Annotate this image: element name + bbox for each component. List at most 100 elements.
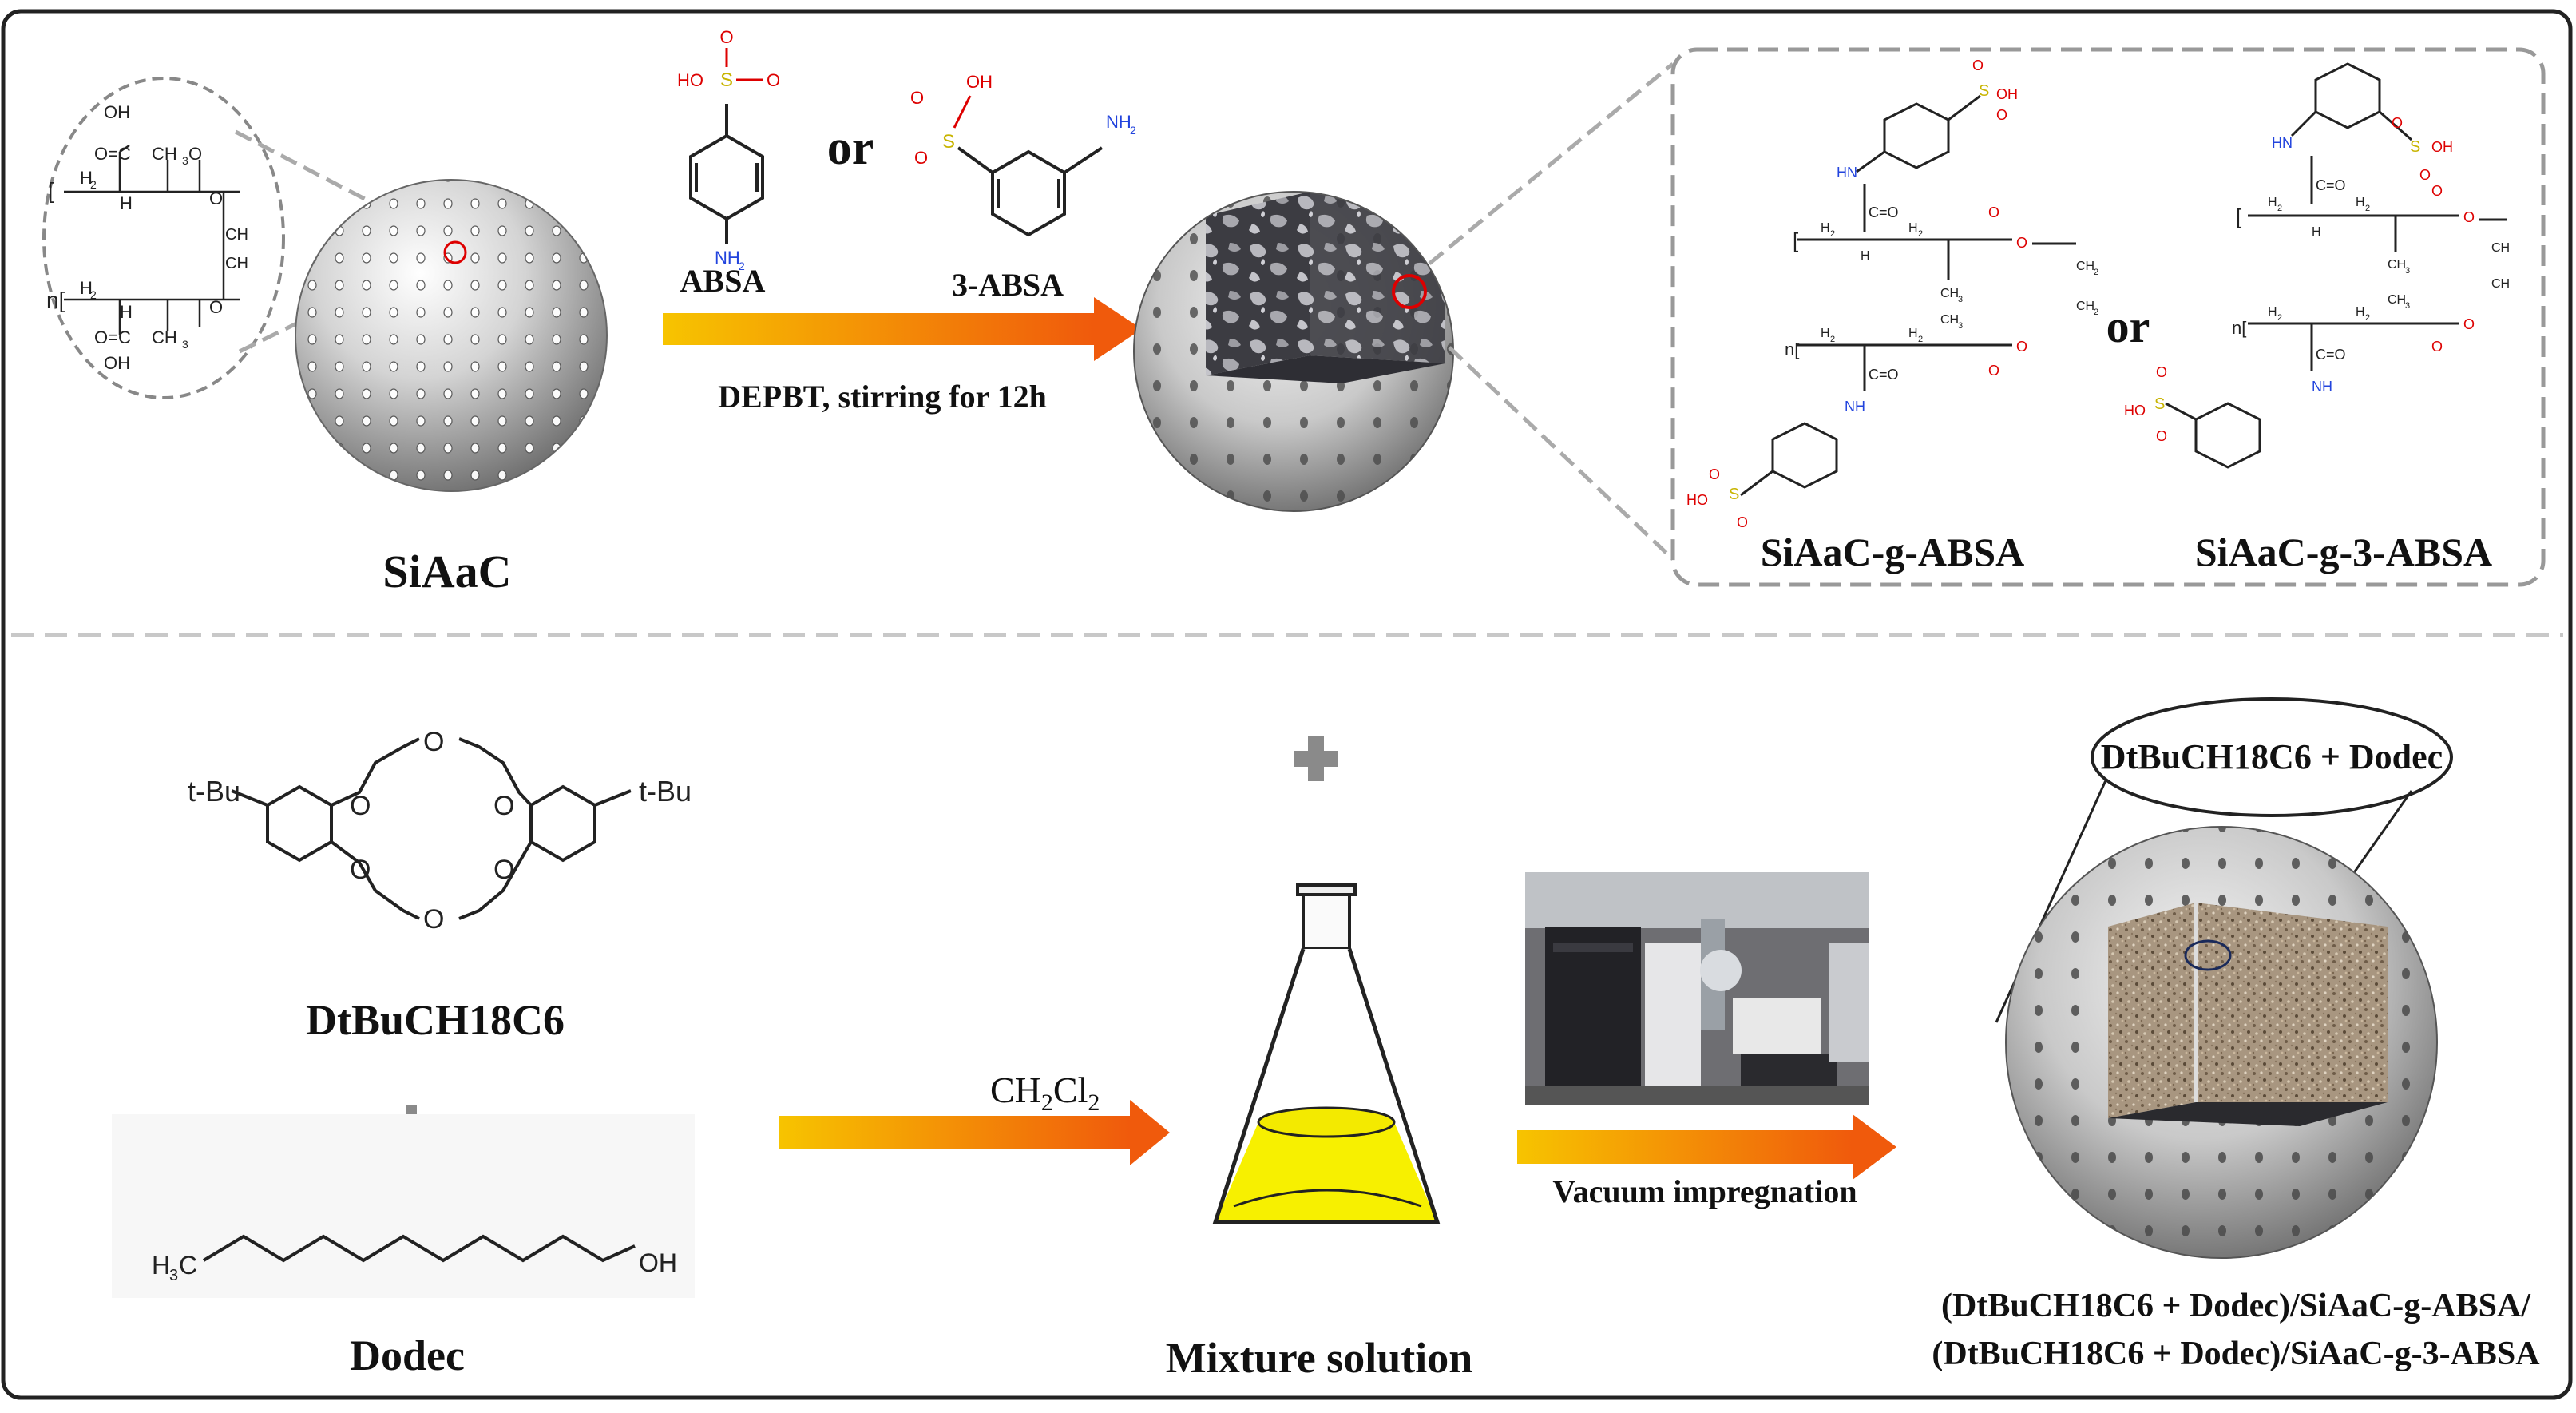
svg-text:O: O: [1972, 58, 1984, 73]
svg-text:CH: CH: [225, 226, 248, 244]
svg-text:O: O: [188, 144, 202, 164]
svg-text:H: H: [2268, 305, 2277, 319]
svg-text:[: [: [2236, 204, 2242, 228]
svg-text:O: O: [2419, 167, 2431, 183]
svg-text:H: H: [1821, 327, 1830, 340]
svg-text:C=O: C=O: [2316, 177, 2346, 193]
siaac-oh-top: OH: [104, 102, 130, 122]
svg-text:H: H: [2356, 196, 2365, 209]
grafted-sphere: [1133, 191, 1454, 512]
reaction-arrow-top: [663, 297, 1142, 361]
final-label-line1: (DtBuCH18C6 + Dodec)/SiAaC-g-ABSA/: [1941, 1288, 2531, 1324]
svg-text:O: O: [2431, 339, 2443, 355]
svg-text:[: [: [1793, 228, 1799, 252]
siaac-highlight-circle: [443, 240, 467, 264]
svg-text:3: 3: [1958, 295, 1963, 304]
svg-text:S: S: [942, 131, 955, 153]
svg-text:3: 3: [182, 154, 188, 167]
svg-text:OH: OH: [966, 72, 993, 92]
svg-text:CH: CH: [2491, 277, 2510, 291]
svg-text:2: 2: [90, 288, 97, 301]
svg-text:C=O: C=O: [1869, 204, 1899, 220]
svg-text:[: [: [48, 178, 54, 203]
svg-text:3: 3: [1958, 321, 1963, 331]
absa-label: ABSA: [680, 263, 766, 299]
svg-text:CH: CH: [2388, 293, 2406, 307]
svg-text:H: H: [152, 1251, 170, 1280]
bubble-label: DtBuCH18C6 + Dodec: [2101, 737, 2443, 776]
solvent-arrow: [779, 1100, 1170, 1165]
svg-text:C=O: C=O: [2316, 347, 2346, 363]
svg-text:H: H: [2356, 305, 2365, 319]
tbu-right: t-Bu: [639, 775, 692, 808]
svg-text:C: C: [179, 1251, 197, 1280]
svg-text:O: O: [423, 904, 444, 935]
svg-text:H: H: [1861, 249, 1870, 263]
crown-label: DtBuCH18C6: [306, 996, 565, 1044]
svg-text:O: O: [209, 297, 223, 317]
svg-text:HO: HO: [2124, 403, 2146, 419]
svg-text:CH: CH: [152, 327, 177, 347]
or-label: or: [827, 121, 874, 175]
svg-text:OH: OH: [2431, 139, 2453, 155]
absa3-label: 3-ABSA: [952, 267, 1064, 303]
svg-text:2: 2: [1918, 229, 1923, 239]
svg-text:H: H: [1908, 327, 1918, 340]
dodec-oh: OH: [639, 1248, 677, 1277]
plus-icon-top: [1294, 736, 1338, 781]
svg-text:O: O: [2156, 428, 2167, 444]
dodec-structure: H 3 C OH: [112, 1114, 695, 1298]
siaac-o-1: O: [209, 189, 223, 208]
svg-text:2: 2: [2365, 313, 2370, 323]
svg-text:O: O: [767, 70, 780, 90]
svg-text:S: S: [2410, 138, 2420, 156]
svg-text:CH: CH: [2491, 241, 2510, 255]
svg-text:NH: NH: [715, 248, 740, 268]
crown-ether-structure: [231, 737, 632, 920]
svg-text:n[: n[: [1785, 339, 1799, 359]
svg-text:O: O: [493, 791, 514, 821]
outer-frame: [1, 9, 2573, 1400]
svg-text:NH: NH: [1106, 112, 1131, 132]
svg-text:O: O: [914, 148, 928, 168]
svg-text:S: S: [1979, 82, 1989, 100]
svg-text:OH: OH: [1996, 86, 2018, 102]
svg-text:O=C: O=C: [94, 327, 131, 347]
svg-text:S: S: [2154, 395, 2165, 413]
svg-text:O: O: [350, 791, 371, 821]
svg-text:O: O: [2463, 209, 2475, 225]
svg-text:O: O: [2463, 316, 2475, 332]
svg-text:CH: CH: [1940, 287, 1959, 300]
final-sphere: [2005, 826, 2438, 1259]
svg-text:HO: HO: [1686, 492, 1708, 508]
svg-text:H: H: [80, 278, 93, 298]
lab-photo: [1525, 872, 1869, 1105]
svg-text:H: H: [2268, 196, 2277, 209]
product-or-label: or: [2106, 300, 2150, 352]
svg-text:2: 2: [1918, 335, 1923, 344]
reaction-condition: DEPBT, stirring for 12h: [718, 379, 1047, 415]
svg-text:S: S: [1729, 486, 1739, 503]
product2-structure: S O O OH HN C=O [ H 2 H H 2 CH 3 O O CH …: [2124, 62, 2510, 469]
svg-text:2: 2: [739, 260, 745, 272]
svg-text:2: 2: [2277, 204, 2282, 213]
zoom-line-2a: [1428, 62, 1674, 265]
svg-text:3: 3: [169, 1267, 178, 1284]
svg-text:H: H: [120, 193, 133, 213]
svg-text:2: 2: [1830, 335, 1835, 344]
mixture-label: Mixture solution: [1166, 1334, 1473, 1382]
svg-text:HN: HN: [2272, 135, 2293, 151]
svg-text:O: O: [1737, 514, 1748, 530]
svg-text:H: H: [80, 168, 93, 188]
svg-text:C=O: C=O: [1869, 367, 1899, 383]
solvent-label: CH2Cl2: [990, 1070, 1100, 1116]
svg-text:2: 2: [2094, 308, 2098, 317]
svg-text:n[: n[: [2232, 318, 2246, 338]
svg-text:2: 2: [2277, 313, 2282, 323]
products-box: [1670, 47, 2546, 587]
svg-text:O: O: [1988, 204, 1999, 220]
svg-text:n[: n[: [46, 288, 65, 312]
svg-text:O: O: [493, 855, 514, 885]
